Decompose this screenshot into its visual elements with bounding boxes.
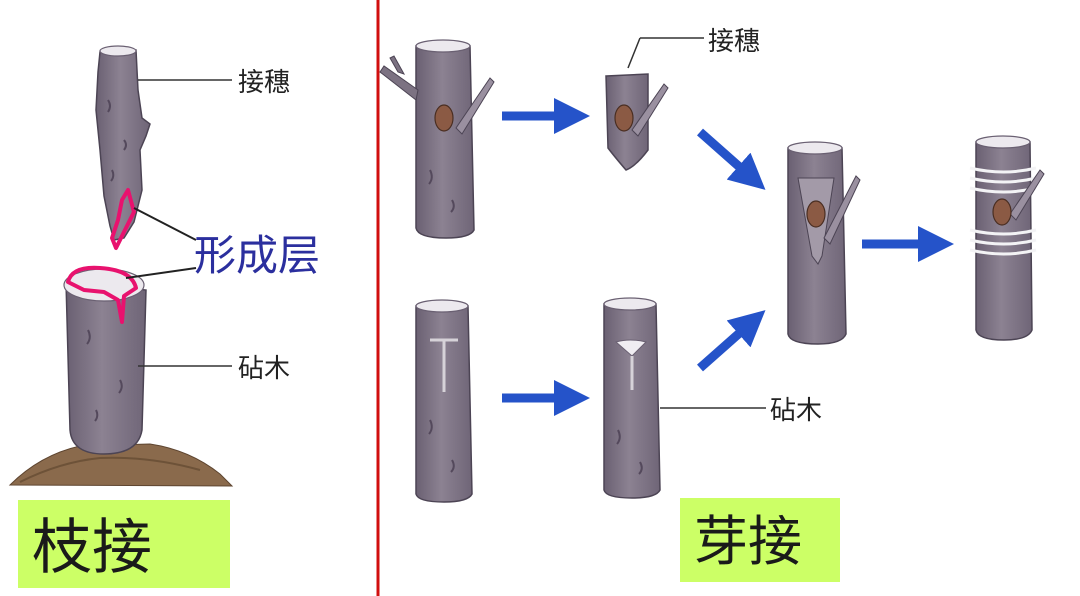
branch-grafting-banner bbox=[18, 500, 230, 588]
cambium-label: 形成层 bbox=[194, 231, 320, 280]
rootstock-label: 砧木 bbox=[238, 354, 290, 384]
scion-leader-line-bud bbox=[627, 37, 641, 69]
plain-rootstock-illustration bbox=[415, 299, 473, 503]
cambium-leader-line-1 bbox=[133, 207, 197, 241]
arrow-down-right bbox=[697, 128, 766, 190]
bud-branch-illustration bbox=[379, 39, 495, 239]
arrow-up-right bbox=[697, 310, 766, 372]
cambium-leader-line-2 bbox=[125, 267, 197, 279]
rootstock-illustration bbox=[8, 265, 234, 487]
bud-grafting-title: 芽接 bbox=[694, 510, 802, 573]
branch-grafting-panel: 接穗 形成层 砧木 枝接 bbox=[8, 45, 320, 588]
scion-illustration bbox=[95, 45, 151, 250]
t-cut-rootstock-illustration bbox=[603, 297, 661, 499]
bud-icon bbox=[434, 104, 454, 132]
scion-label: 接穗 bbox=[238, 68, 290, 98]
scion-label-bud: 接穗 bbox=[708, 27, 760, 57]
bud-shield-illustration bbox=[605, 73, 669, 171]
wrapped-graft-illustration bbox=[969, 135, 1045, 341]
bud-grafting-panel: 接穗 bbox=[379, 27, 1045, 582]
branch-grafting-title: 枝接 bbox=[32, 513, 152, 583]
rootstock-label-bud: 砧木 bbox=[770, 396, 822, 426]
inserted-bud-illustration bbox=[787, 141, 861, 345]
bud-grafting-banner bbox=[680, 498, 840, 582]
